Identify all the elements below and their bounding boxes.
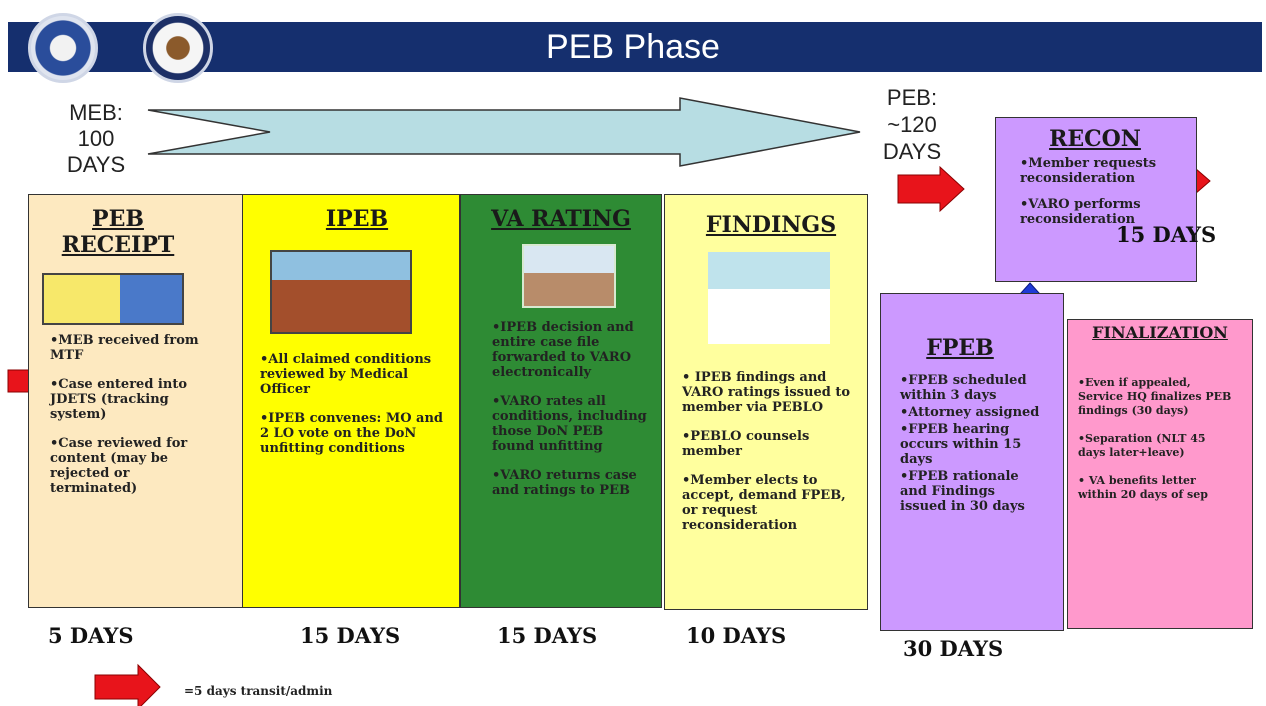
bullet: •IPEB decision and entire case file forw…	[492, 320, 634, 380]
recon-heading: RECON	[1049, 126, 1141, 152]
bullet: •IPEB convenes: MO and 2 LO vote on the …	[260, 411, 444, 456]
va-seal-icon	[143, 13, 213, 83]
findings-bullets: • IPEB findings and VARO ratings issued …	[682, 370, 857, 547]
bullet: •Case entered into JDETS (tracking syste…	[50, 377, 187, 422]
bullet: •FPEB scheduled within 3 days	[900, 373, 1027, 403]
fpeb-bullets: •FPEB scheduled within 3 days •Attorney …	[900, 373, 1045, 525]
bullet: •Member elects to accept, demand FPEB, o…	[682, 473, 846, 533]
recon-days: 15 DAYS	[1116, 222, 1217, 247]
doctor-illustration	[708, 252, 830, 344]
va-rating-heading: VA RATING	[491, 206, 631, 232]
fpeb-days: 30 DAYS	[903, 636, 1004, 661]
bullet: •FPEB rationale and Findings issued in 3…	[900, 469, 1025, 514]
va-rating-days: 15 DAYS	[497, 623, 598, 648]
fpeb-panel	[880, 293, 1064, 631]
findings-heading: FINDINGS	[705, 212, 837, 238]
title-banner	[8, 22, 1262, 72]
bullet: •Attorney assigned	[900, 405, 1040, 420]
bullet: •Case reviewed for content (may be rejec…	[50, 436, 188, 496]
ipeb-bullets: •All claimed conditions reviewed by Medi…	[260, 352, 450, 470]
meeting-illustration	[270, 250, 412, 334]
team-photo	[522, 244, 616, 308]
recon-bullets: •Member requests reconsideration •VARO p…	[1020, 156, 1160, 238]
finalization-bullets: •Even if appealed, Service HQ finalizes …	[1078, 376, 1236, 516]
meb-duration-label: MEB: 100 DAYS	[66, 100, 126, 177]
bullet: •FPEB hearing occurs within 15 days	[900, 422, 1022, 467]
finalization-heading: FINALIZATION	[1092, 323, 1228, 342]
bullet: • VA benefits letter within 20 days of s…	[1078, 474, 1208, 501]
bullet: •PEBLO counsels member	[682, 429, 810, 459]
bullet: •Member requests reconsideration	[1020, 156, 1157, 186]
peb-receipt-heading: PEB RECEIPT	[61, 206, 175, 258]
legend-text: =5 days transit/admin	[184, 684, 333, 698]
recon-panel	[995, 117, 1197, 282]
bullet: •VARO performs reconsideration	[1020, 197, 1141, 227]
peb-receipt-bullets: •MEB received from MTF •Case entered int…	[50, 333, 205, 510]
transit-arrow-legend	[94, 663, 161, 706]
peb-receipt-days: 5 DAYS	[48, 623, 134, 648]
page-title: PEB Phase	[546, 28, 720, 66]
finalization-panel	[1067, 319, 1253, 629]
bullet: • IPEB findings and VARO ratings issued …	[682, 370, 851, 415]
bullet: •Even if appealed, Service HQ finalizes …	[1078, 376, 1232, 417]
bullet: •Separation (NLT 45 days later+leave)	[1078, 432, 1206, 459]
timeline-arrow	[147, 97, 861, 167]
bullet: •VARO returns case and ratings to PEB	[492, 468, 637, 498]
peb-receipt-panel	[28, 194, 243, 608]
peb-duration-label: PEB: ~120 DAYS	[882, 85, 942, 164]
transit-arrow-recon-in	[897, 165, 965, 213]
ipeb-days: 15 DAYS	[300, 623, 401, 648]
fpeb-heading: FPEB	[926, 335, 994, 361]
bullet: •MEB received from MTF	[50, 333, 199, 363]
stressed-person-illustration	[42, 273, 184, 325]
ipeb-heading: IPEB	[325, 206, 389, 232]
bullet: •VARO rates all conditions, including th…	[492, 394, 647, 454]
bullet: •All claimed conditions reviewed by Medi…	[260, 352, 432, 397]
findings-days: 10 DAYS	[686, 623, 787, 648]
dod-seal-icon	[28, 13, 98, 83]
va-rating-bullets: •IPEB decision and entire case file forw…	[492, 320, 647, 512]
